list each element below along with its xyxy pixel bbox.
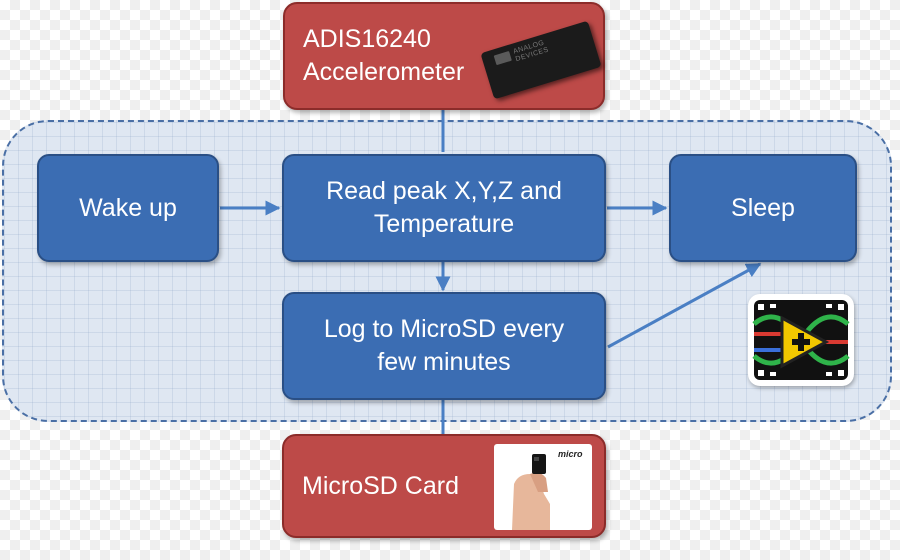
- wake-up-node: Wake up: [37, 154, 219, 262]
- read-peak-label: Read peak X,Y,Z and Temperature: [326, 177, 562, 238]
- labview-logo-icon: [748, 294, 854, 386]
- microsd-card-photo: micro: [494, 444, 592, 530]
- wake-up-label: Wake up: [79, 193, 177, 222]
- accelerometer-node: ADIS16240 Accelerometer ANALOG DEVICES: [283, 2, 605, 110]
- sd-logo-text: micro: [558, 449, 583, 459]
- analog-devices-logo-icon: [493, 50, 512, 66]
- sleep-label: Sleep: [731, 193, 795, 222]
- microsd-card-label: MicroSD Card: [302, 471, 459, 500]
- edge-log-to-sleep: [607, 262, 762, 349]
- accelerometer-chip-icon: ANALOG DEVICES: [480, 20, 602, 100]
- microsd-card-node: MicroSD Card micro: [282, 434, 606, 538]
- log-label: Log to MicroSD every few minutes: [323, 315, 565, 376]
- read-peak-node: Read peak X,Y,Z and Temperature: [282, 154, 606, 262]
- chip-marking: ANALOG DEVICES: [512, 39, 550, 63]
- log-node: Log to MicroSD every few minutes: [282, 292, 606, 400]
- accelerometer-label: ADIS16240 Accelerometer: [303, 25, 465, 86]
- sleep-node: Sleep: [669, 154, 857, 262]
